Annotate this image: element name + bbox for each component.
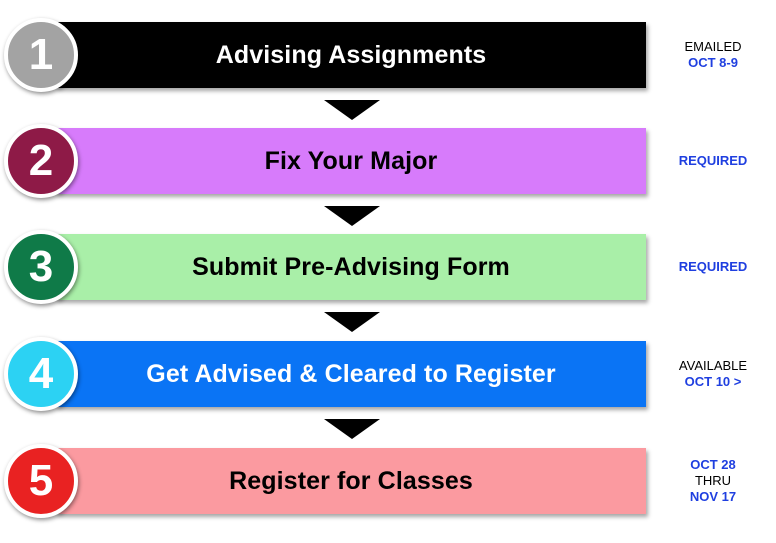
step-bar: Fix Your Major (56, 128, 646, 194)
step-label: Submit Pre-Advising Form (192, 252, 510, 281)
status-note-line: EMAILED (684, 39, 742, 54)
status-note-line: NOV 17 (689, 489, 737, 504)
step-number: 3 (28, 242, 54, 291)
status-note-line: AVAILABLE (678, 358, 748, 373)
status-note-line: OCT 8-9 (688, 55, 738, 70)
step-3: Submit Pre-Advising Form 3 REQUIRED (0, 222, 776, 312)
down-arrow-icon (324, 419, 380, 439)
step-number: 4 (28, 349, 54, 398)
step-bar: Get Advised & Cleared to Register (56, 341, 646, 407)
down-arrow-icon (324, 100, 380, 120)
step-bar: Advising Assignments (56, 22, 646, 88)
step-4: Get Advised & Cleared to Register 4 AVAILA… (0, 329, 776, 419)
step-number-badge: 1 (4, 18, 78, 92)
step-number-badge: 5 (4, 444, 78, 518)
status-note-line: REQUIRED (678, 259, 748, 274)
status-note-line: REQUIRED (678, 153, 748, 168)
status-note-line: OCT 10 > (684, 374, 742, 389)
step-2: Fix Your Major 2 REQUIRED (0, 116, 776, 206)
step-label: Register for Classes (229, 466, 473, 495)
step-label: Fix Your Major (264, 146, 438, 175)
step-label: Get Advised & Cleared to Register (146, 359, 556, 388)
status-note-line: OCT 28 (690, 457, 736, 472)
status-note-line: THRU (694, 473, 732, 488)
step-status-note: REQUIRED (654, 259, 772, 275)
step-number-badge: 4 (4, 337, 78, 411)
step-number-badge: 2 (4, 124, 78, 198)
step-bar: Register for Classes (56, 448, 646, 514)
step-bar: Submit Pre-Advising Form (56, 234, 646, 300)
step-number: 2 (28, 136, 54, 185)
step-number-badge: 3 (4, 230, 78, 304)
down-arrow-icon (324, 312, 380, 332)
step-number: 1 (28, 30, 54, 79)
step-status-note: REQUIRED (654, 153, 772, 169)
step-number: 5 (28, 456, 54, 505)
step-label: Advising Assignments (215, 40, 487, 69)
down-arrow-icon (324, 206, 380, 226)
